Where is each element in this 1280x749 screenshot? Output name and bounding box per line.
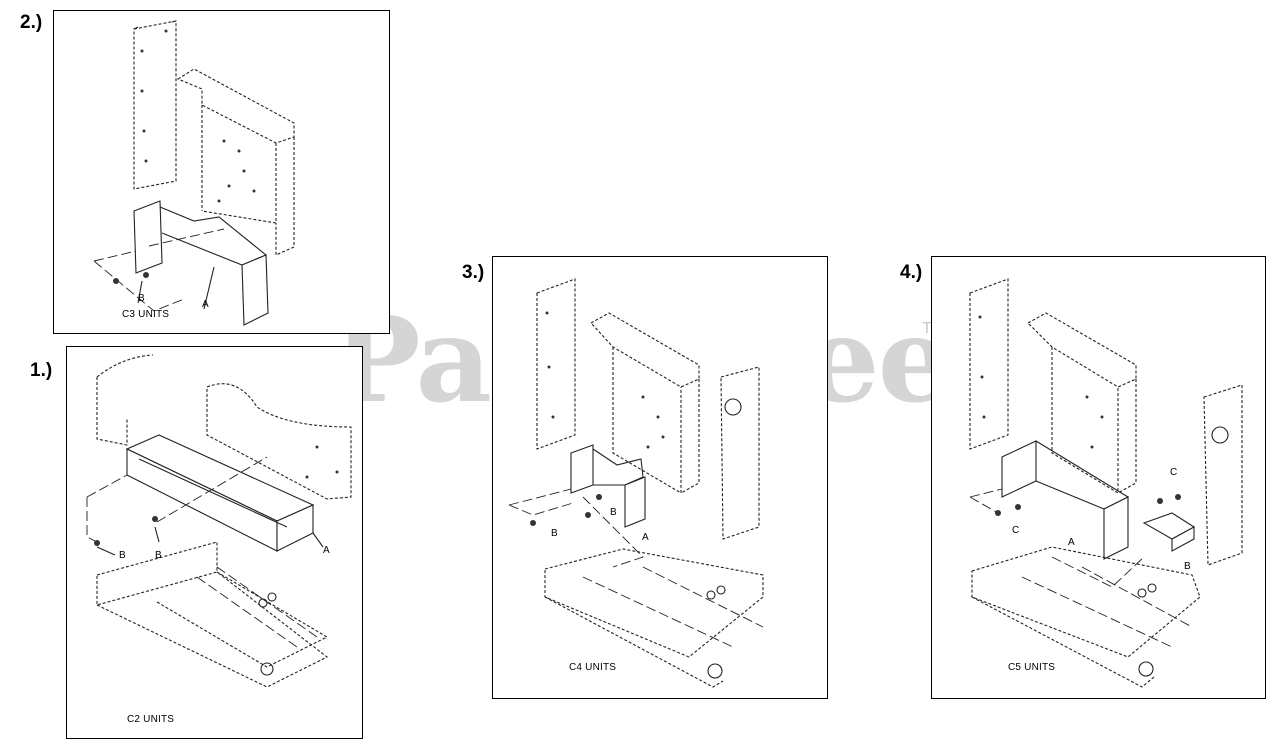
callout-a: A xyxy=(642,532,649,543)
step-number-3: 3.) xyxy=(462,262,485,283)
diagram-panel-c5: C C A B C5 UNITS xyxy=(931,256,1266,699)
units-label-c5: C5 UNITS xyxy=(1008,662,1056,673)
c3-assembly-drawing xyxy=(93,20,295,326)
callout-b-left: B xyxy=(551,528,558,539)
c4-assembly-drawing xyxy=(508,278,764,688)
step-number-2: 2.) xyxy=(20,12,43,33)
diagram-panel-c4: B B A C4 UNITS xyxy=(492,256,828,699)
diagram-panel-c2: B B A C2 UNITS xyxy=(66,346,363,739)
units-label-c4: C4 UNITS xyxy=(569,662,617,673)
units-label-c3: C3 UNITS xyxy=(122,309,170,320)
step-number-1: 1.) xyxy=(30,360,53,381)
callout-a: A xyxy=(323,545,330,556)
units-label-c2: C2 UNITS xyxy=(127,714,175,725)
callout-b: B xyxy=(1184,561,1191,572)
step-number-4: 4.) xyxy=(900,262,923,283)
callout-b-center: B xyxy=(610,507,617,518)
callout-c-left: C xyxy=(1012,525,1020,536)
callout-b-left: B xyxy=(119,550,126,561)
callout-b-center: B xyxy=(155,550,162,561)
callout-b: B xyxy=(138,293,145,304)
callout-a: A xyxy=(202,299,209,310)
callout-a: A xyxy=(1068,537,1075,548)
c5-assembly-drawing xyxy=(969,278,1243,688)
diagram-panel-c3: B A C3 UNITS xyxy=(53,10,390,334)
c2-assembly-drawing xyxy=(86,354,352,688)
callout-c-right: C xyxy=(1170,467,1178,478)
